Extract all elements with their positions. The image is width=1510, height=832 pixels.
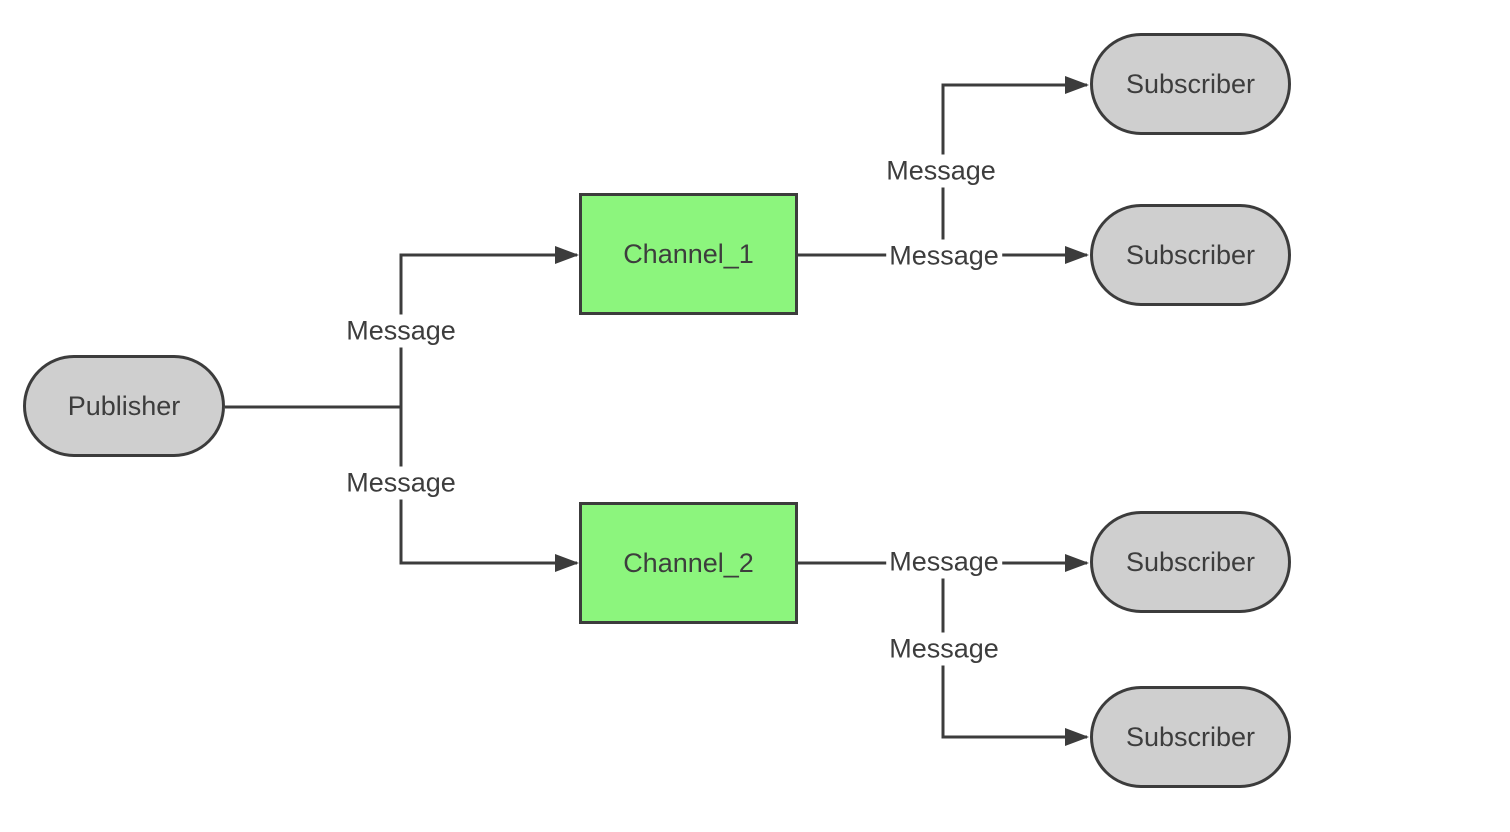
subscriber-2-node: Subscriber — [1090, 204, 1291, 306]
subscriber-3-node: Subscriber — [1090, 511, 1291, 613]
edge-publisher-to-channel-2 — [399, 407, 579, 572]
channel-1-label: Channel_1 — [623, 238, 754, 269]
message-label-channel-1-to-subscriber-2: Message — [886, 239, 1002, 273]
edge-channel-2-to-subscriber-4 — [941, 563, 1089, 746]
channel-2-node: Channel_2 — [579, 502, 798, 624]
message-label-channel-1-to-subscriber-1: Message — [883, 154, 999, 188]
subscriber-4-node: Subscriber — [1090, 686, 1291, 788]
subscriber-2-label: Subscriber — [1125, 239, 1256, 270]
message-label-publisher-to-channel-1: Message — [343, 314, 459, 348]
subscriber-1-node: Subscriber — [1090, 33, 1291, 135]
edge-channel-1-to-subscriber-1 — [941, 76, 1089, 255]
channel-1-node: Channel_1 — [579, 193, 798, 315]
channel-2-label: Channel_2 — [623, 547, 754, 578]
edge-publisher-to-channel-1 — [399, 246, 579, 407]
message-label-channel-2-to-subscriber-4: Message — [886, 632, 1002, 666]
message-label-channel-2-to-subscriber-3: Message — [886, 545, 1002, 579]
subscriber-1-label: Subscriber — [1125, 68, 1256, 99]
message-label-publisher-to-channel-2: Message — [343, 466, 459, 500]
publisher-label: Publisher — [67, 390, 181, 421]
publisher-node: Publisher — [23, 355, 225, 457]
subscriber-3-label: Subscriber — [1125, 546, 1256, 577]
subscriber-4-label: Subscriber — [1125, 721, 1256, 752]
